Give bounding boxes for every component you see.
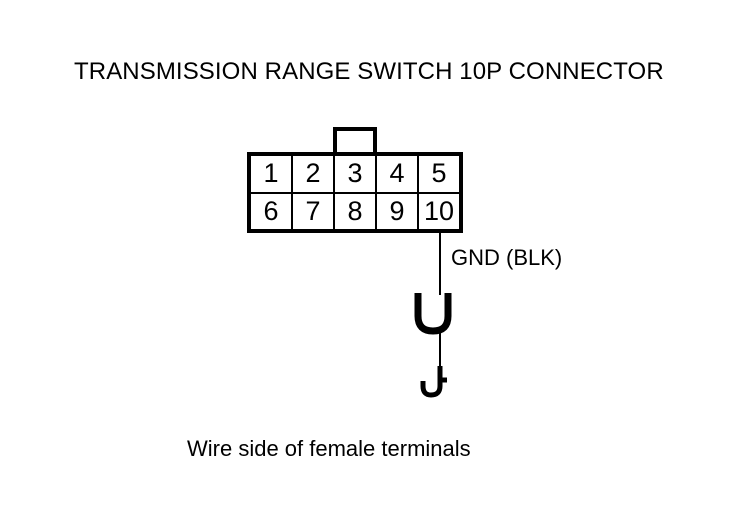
pin-cell: 5	[419, 156, 459, 192]
pin-cell: 8	[335, 193, 377, 229]
locking-tab-icon	[333, 127, 377, 152]
j-hook-terminal-icon	[416, 364, 456, 400]
page-title: TRANSMISSION RANGE SWITCH 10P CONNECTOR	[74, 58, 664, 85]
pin-cell: 1	[251, 156, 293, 192]
pin-row: 6 7 8 9 10	[251, 193, 459, 229]
pin-cell: 7	[293, 193, 335, 229]
pin-row: 1 2 3 4 5	[251, 156, 459, 194]
ground-wire-label: GND (BLK)	[451, 245, 563, 270]
u-hook-terminal-icon	[410, 290, 458, 336]
pin-cell: 4	[377, 156, 419, 192]
pin-cell: 6	[251, 193, 293, 229]
pin-grid: 1 2 3 4 5 6 7 8 9 10	[247, 152, 463, 233]
ground-wire-lower-segment	[439, 330, 441, 372]
pin-cell: 2	[293, 156, 335, 192]
pin-cell: 9	[377, 193, 419, 229]
pin-cell: 3	[335, 156, 377, 192]
connector-block: 1 2 3 4 5 6 7 8 9 10	[247, 127, 463, 233]
diagram-caption: Wire side of female terminals	[187, 436, 471, 461]
pin-cell: 10	[419, 193, 459, 229]
ground-wire-upper-segment	[439, 233, 441, 295]
